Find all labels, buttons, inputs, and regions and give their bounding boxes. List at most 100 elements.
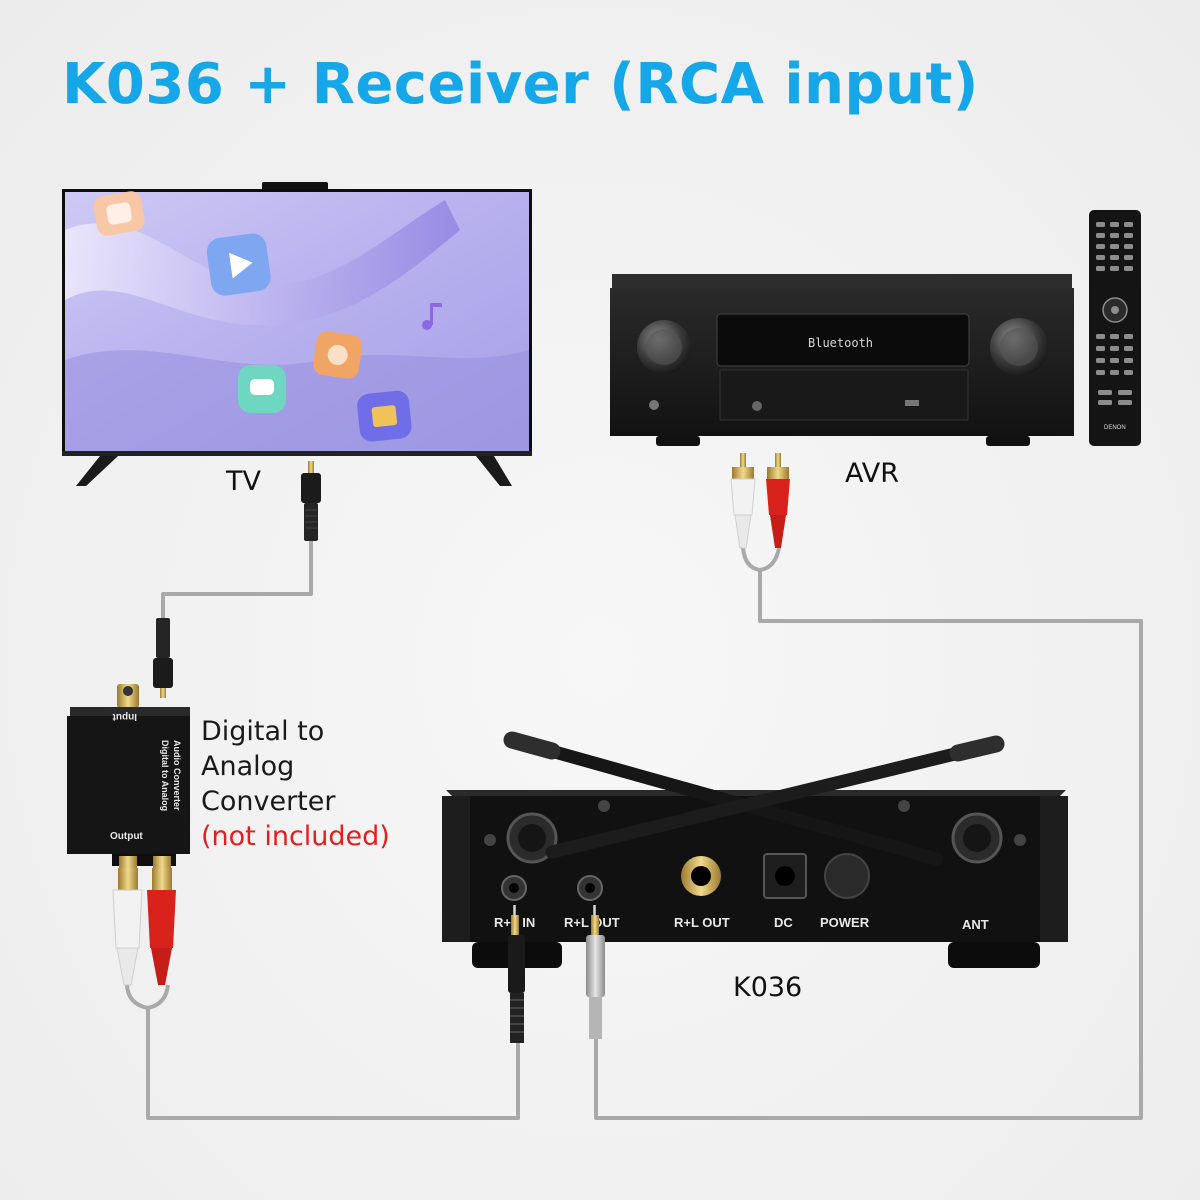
avr-label: AVR [845, 458, 899, 489]
tv-wallpaper-wave [65, 200, 460, 326]
remote-button [1110, 334, 1119, 339]
screw [898, 800, 910, 812]
remote-button [1124, 233, 1133, 238]
remote-button [1110, 244, 1119, 249]
rca-cable-avr [594, 570, 1143, 1120]
optical-cable [161, 540, 313, 618]
antennas [503, 731, 1005, 866]
remote-button [1096, 244, 1105, 249]
converter-not-included-note: (not included) [201, 821, 390, 852]
remote-button [1110, 346, 1119, 351]
optical-plug-converter [153, 618, 173, 698]
avr-usb-port [905, 400, 919, 406]
converter-top-face [70, 707, 190, 718]
remote-button [1124, 244, 1133, 249]
avr-foot-left [656, 436, 700, 446]
avr-remote [1089, 210, 1141, 446]
tv-stand-right [476, 456, 512, 486]
remote-button [1110, 266, 1119, 271]
rca-plugs-converter [112, 868, 176, 986]
app-icon-play [206, 233, 271, 296]
remote-button [1096, 358, 1105, 363]
remote-button [1096, 266, 1105, 271]
port-label-power: POWER [820, 915, 870, 930]
rca-y-split-avr [741, 547, 781, 572]
remote-button [1124, 266, 1133, 271]
remote-button [1124, 358, 1133, 363]
converter-label: Digital to Analog Converter (not include… [201, 714, 390, 854]
port-label-ant: ANT [962, 917, 989, 932]
avr-top [612, 274, 1072, 290]
rca-white-plug-converter [112, 868, 143, 986]
remote-button [1096, 222, 1105, 227]
screw [598, 800, 610, 812]
converter-label-line-3: Converter [201, 786, 336, 817]
avr-display-window [716, 313, 970, 367]
remote-button [1118, 390, 1132, 395]
remote-button [1124, 334, 1133, 339]
converter-label-line-1: Digital to [201, 716, 325, 747]
rca-white-plug-avr [730, 453, 756, 549]
app-icon-chat [238, 365, 286, 413]
rca-plugs-avr [730, 453, 790, 549]
k036-label: K036 [733, 972, 803, 1003]
screw [484, 834, 496, 846]
remote-button [1110, 370, 1119, 375]
rca-red-plug-avr [766, 453, 790, 548]
screw [1014, 834, 1026, 846]
remote-button [1096, 255, 1105, 260]
converter-printed-output: Output [110, 831, 143, 842]
antenna-right [545, 737, 1003, 859]
cables [125, 540, 1143, 1120]
power-button [824, 853, 870, 899]
remote-button [1096, 346, 1105, 351]
tv-camera [262, 182, 328, 191]
port-label-rl-out-large: R+L OUT [674, 915, 730, 930]
k036-foot-right [948, 942, 1040, 968]
tv-bottom-bar [62, 451, 532, 456]
k036-side-left [442, 796, 470, 942]
remote-button [1124, 255, 1133, 260]
remote-button [1124, 370, 1133, 375]
avr-display-text: Bluetooth [808, 336, 873, 350]
app-icon-music [422, 303, 442, 330]
page-title: K036 + Receiver (RCA input) [62, 52, 979, 117]
converter-printed-name-2: Audio Converter [172, 740, 182, 811]
aux-plug-silver [586, 905, 605, 1039]
remote-button [1118, 400, 1132, 405]
remote-button [1110, 222, 1119, 227]
port-label-dc: DC [774, 915, 793, 930]
remote-button [1096, 370, 1105, 375]
tv-label: TV [226, 466, 261, 497]
aux-plug-black [508, 905, 525, 1043]
converter-device [67, 684, 190, 868]
avr-headphone-jack [752, 401, 762, 411]
remote-brand-text: DENON [1104, 425, 1126, 431]
remote-button [1111, 306, 1119, 314]
optical-plug-tv [301, 461, 321, 541]
converter-printed-input: Input [112, 711, 137, 722]
remote-button [1098, 400, 1112, 405]
remote-button [1124, 222, 1133, 227]
remote-button [1098, 390, 1112, 395]
antenna-left [505, 733, 944, 866]
tv-device [62, 182, 532, 486]
remote-button [1110, 255, 1119, 260]
tv-stand-left [76, 456, 118, 486]
app-icon-folder [357, 390, 412, 442]
converter-body [67, 716, 190, 854]
remote-button [1110, 358, 1119, 363]
rca-y-split-converter [125, 984, 170, 1010]
converter-label-line-2: Analog [201, 751, 295, 782]
app-icon-cube-top [93, 191, 145, 236]
rca-red-plug-converter [147, 868, 176, 985]
k036-side-right [1040, 796, 1068, 942]
avr-foot-right [986, 436, 1030, 446]
remote-button [1096, 334, 1105, 339]
converter-printed-name-1: Digital to Analog [160, 740, 170, 811]
k036-device [442, 790, 1068, 968]
remote-button [1096, 233, 1105, 238]
remote-button [1110, 233, 1119, 238]
